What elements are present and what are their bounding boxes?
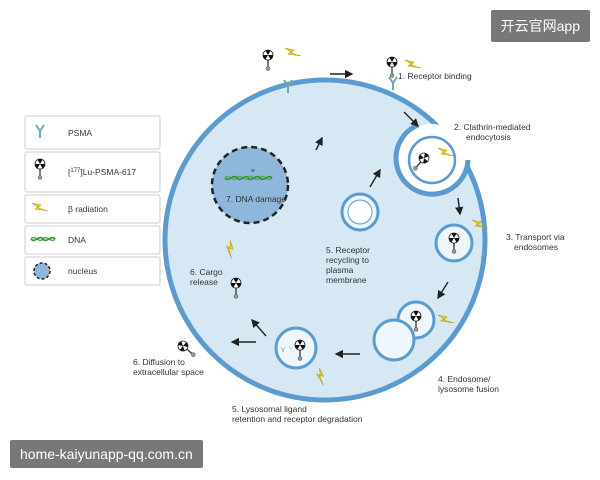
arrow-to-transport [454, 197, 464, 216]
label-step-6a-line1: 6. Cargo [190, 267, 223, 277]
flow-arrows [230, 69, 464, 359]
recycling-vesicle-lumen [347, 199, 373, 225]
legend-box-beta [24, 194, 161, 224]
radioligand-icon [262, 49, 274, 72]
label-step-4-line2: lysosome fusion [438, 384, 499, 394]
legend-box-ligand [24, 151, 161, 193]
psma-icon [388, 76, 398, 91]
forming-vesicle [407, 135, 457, 185]
arrow-recycling [369, 168, 381, 188]
label-step-5a-line1: 5. Lysosomal ligand [232, 404, 307, 414]
label-step-6b-line1: 6. Diffusion to [133, 357, 185, 367]
lightning-icon [404, 59, 422, 69]
arrow-to-fusion [437, 281, 449, 300]
nucleus [210, 145, 290, 225]
label-step-5a-line2: retention and receptor degradation [232, 414, 363, 424]
label-step-3-line1: 3. Transport via [506, 232, 565, 242]
fusing-lysosome [372, 318, 416, 362]
label-step-5b-line4: membrane [326, 275, 367, 285]
damage-mark: w [251, 168, 255, 174]
label-step-2-line1: 2. Clathrin-mediated [454, 122, 531, 132]
legend-box-psma [24, 115, 161, 150]
label-step-3-line2: endosomes [514, 242, 558, 252]
arrow-recycling-to-membrane [315, 136, 323, 151]
endocytic-pit [393, 122, 471, 197]
legend: PSMA [177]Lu-PSMA-617 β radiation DNA nu… [24, 115, 161, 286]
lightning-icon [284, 47, 302, 57]
label-step-5b-line1: 5. Receptor [326, 245, 370, 255]
legend-label-beta: β radiation [68, 204, 108, 214]
legend-box-nucleus [24, 256, 161, 286]
watermark-bottom-left: home-kaiyunapp-qq.com.cn [10, 440, 203, 468]
label-step-5b-line2: recycling to [326, 255, 369, 265]
legend-label-dna: DNA [68, 235, 86, 245]
arrow-to-endocytosis [403, 111, 419, 127]
watermark-top-right: 开云官网app [490, 10, 590, 42]
legend-box-dna [24, 225, 161, 255]
nucleus-icon [33, 262, 51, 280]
degraded-receptor-fragments: ⋎ ⸌ [280, 345, 292, 354]
arrow-to-cargo-release [251, 318, 267, 337]
label-step-4-line1: 4. Endosome/ [438, 374, 491, 384]
legend-label-psma: PSMA [68, 128, 92, 138]
legend-label-nucleus: nucleus [68, 266, 97, 276]
label-step-6b-line2: extracellular space [133, 367, 204, 377]
label-step-2-line2: endocytosis [466, 132, 511, 142]
label-step-5b-line3: plasma [326, 265, 354, 275]
label-step-6a-line2: release [190, 277, 218, 287]
legend-label-ligand: [177]Lu-PSMA-617 [68, 167, 136, 177]
radioligand-icon [386, 56, 398, 79]
label-step-1: 1. Receptor binding [398, 71, 472, 81]
label-dna-damage: 7. DNA damage [226, 194, 286, 204]
